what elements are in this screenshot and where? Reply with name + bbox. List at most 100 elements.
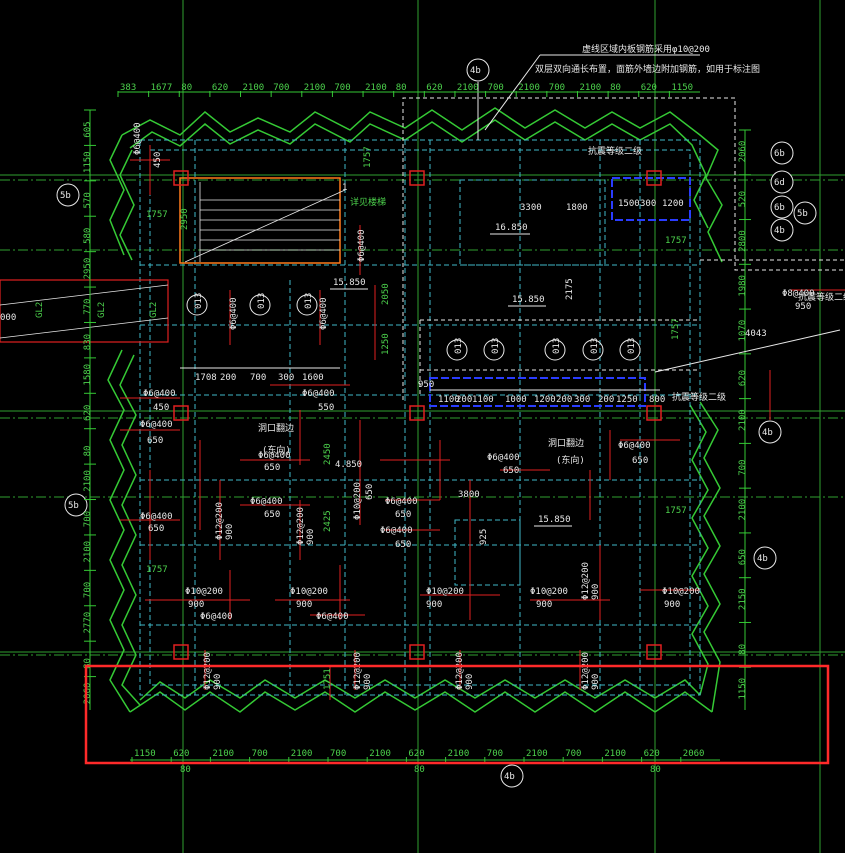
elevation-marks: 16.850 15.850 15.850 15.850 4.850 — [330, 223, 572, 527]
dimension-value: 700 — [488, 83, 504, 93]
blue-dim: 1200 — [662, 199, 684, 209]
dimension-value: 700 — [738, 460, 748, 476]
axis-label-right-mid: 4b — [762, 428, 773, 438]
dim-label: 1757 — [671, 318, 681, 340]
dimension-value: 2100 — [738, 409, 748, 431]
dim-label: 1757 — [146, 565, 168, 575]
dimension-value: 2100 — [518, 83, 540, 93]
dimension-value: 620 — [212, 83, 228, 93]
row-dim: 1600 — [302, 373, 324, 383]
row-dim: 200 — [456, 395, 472, 405]
blue-openings — [429, 177, 691, 407]
rebar-label: Φ10@200 — [426, 587, 464, 597]
top-notes: 虚线区域内板钢筋采用φ10@200 双层双向通长布置，面筋外墙边附加钢筋，如用于… — [477, 43, 760, 140]
dimension-value: 1150 — [671, 83, 693, 93]
rebar-label: 900 — [465, 674, 475, 690]
rebar-label: Φ12@200 — [203, 652, 213, 690]
right-dimension: 2060520280019801070620210070021006502150… — [738, 129, 751, 710]
note-line-1: 虚线区域内板钢筋采用φ10@200 — [582, 43, 710, 55]
row-dim: 200 — [556, 395, 572, 405]
axis-label-right: 5b — [797, 209, 808, 219]
elevation: 4.850 — [335, 460, 362, 470]
row-dim: 200 — [220, 373, 236, 383]
dimension-value: 700 — [273, 83, 289, 93]
rebar-label: 650 — [264, 510, 280, 520]
dimension-value: 2060 — [83, 683, 93, 705]
dimension-value: 830 — [83, 334, 93, 350]
rebar-label: Φ10@200 — [530, 587, 568, 597]
dimension-value: 80 — [396, 83, 407, 93]
rebar-label: 650 — [148, 524, 164, 534]
rebar-label: Φ12@200 — [353, 652, 363, 690]
row-dim: 200 — [598, 395, 614, 405]
dim-label: 1757 — [146, 210, 168, 220]
rebar-label: 900 — [426, 600, 442, 610]
opening-label: (东向) — [262, 444, 291, 456]
axis-label-right: 6d — [774, 178, 785, 188]
rebar-label: Φ10@200 — [662, 587, 700, 597]
rebar-label: Φ10@200 — [353, 482, 363, 520]
dimension-value: 2100 — [580, 83, 602, 93]
blue-dim: 300 — [640, 199, 656, 209]
dimension-value: 570 — [83, 192, 93, 208]
dimension-value: 700 — [565, 749, 581, 759]
right-dim-labels: 2060520280019801070620210070021006502150… — [738, 129, 751, 700]
circle-label: 013 — [590, 338, 600, 354]
dim-label: 2175 — [565, 278, 575, 300]
rebar-label: Φ6@400 — [357, 229, 367, 262]
dim-label: 1800 — [566, 203, 588, 213]
axis-label-right-low: 4b — [757, 554, 768, 564]
dim-label: 1757 — [665, 236, 687, 246]
stair-number: 1 — [342, 183, 347, 193]
dimension-value: 520 — [738, 191, 748, 207]
row-dim: 700 — [250, 373, 266, 383]
dim-label: 2450 — [323, 443, 333, 465]
rebar-label: Φ12@200 — [581, 562, 591, 600]
dimension-value: 1150 — [83, 151, 93, 173]
rebar-label: Φ6@400 — [385, 497, 418, 507]
dimension-value: 80 — [610, 83, 621, 93]
dimension-value: 620 — [738, 370, 748, 386]
dimension-value: 700 — [334, 83, 350, 93]
rebar-label: 450 — [153, 152, 163, 168]
dimension-value: 620 — [641, 83, 657, 93]
rebar-label: Φ6@400 — [140, 512, 173, 522]
dimension-value: 2770 — [83, 612, 93, 634]
dimension-value: 700 — [487, 749, 503, 759]
rebar-label: 650 — [632, 456, 648, 466]
dimension-value: 1580 — [83, 364, 93, 386]
opening-label: (东向) — [556, 454, 585, 466]
beam-gl2-label: GL2 — [35, 302, 45, 318]
slab-outline — [139, 139, 701, 696]
dimension-value: 1150 — [738, 678, 748, 700]
dimension-value: 2100 — [212, 749, 234, 759]
dimension-value: 580 — [83, 228, 93, 244]
rebar-label: 650 — [264, 463, 280, 473]
seismic-note: 抗震等级二级 — [588, 145, 642, 157]
rebar-label: 650 — [395, 510, 411, 520]
rebar-label: Φ6@400 — [143, 389, 176, 399]
stair-dim: 2950 — [180, 208, 190, 230]
rebar-label: 900 — [296, 600, 312, 610]
rebar-label: Φ6@400 — [319, 297, 329, 330]
seismic-note: 抗震等级二级 — [798, 291, 845, 303]
bottom-sub-dim: 80 — [414, 765, 425, 775]
dimension-value: 2100 — [83, 470, 93, 492]
rebar-label: 900 — [536, 600, 552, 610]
rebar-label: Φ10@200 — [290, 587, 328, 597]
dimension-value: 620 — [644, 749, 660, 759]
circle-markers — [186, 294, 641, 361]
axis-label-left-mid: 5b — [68, 501, 79, 511]
dimension-value: 2060 — [738, 141, 748, 163]
dimension-value: 80 — [83, 446, 93, 457]
dim-label: 3800 — [458, 490, 480, 500]
dashed-region — [402, 97, 845, 400]
selection-highlight-box[interactable] — [84, 664, 830, 765]
rebar-label: Φ6@400 — [133, 122, 143, 155]
dimension-value: 2100 — [291, 749, 313, 759]
row-dim: 1200 — [534, 395, 556, 405]
